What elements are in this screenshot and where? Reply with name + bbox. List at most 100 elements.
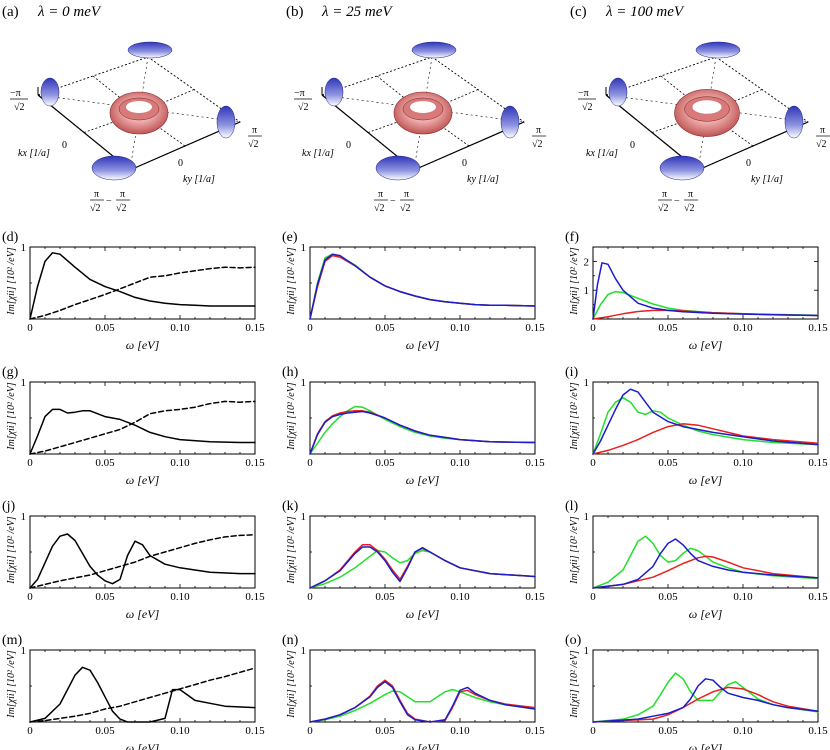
tick-pi-bottom2: π [688,189,693,200]
panel-tag-a: (a) [2,4,19,20]
plot-frame [29,381,256,455]
tick-zero-kx: 0 [630,140,635,151]
x-tick-label: 0.05 [95,725,115,737]
label-ky: ky [1/a] [467,174,499,185]
x-tick-label: 0.05 [375,591,395,603]
x-tick-label: 0.15 [808,591,828,603]
series-line-black [29,533,256,589]
x-tick-label: 0.05 [95,322,115,334]
tick-sqrt2-left: √2 [14,102,25,113]
x-tick-label: 0.15 [245,725,265,737]
x-tick-label: 0.15 [808,322,828,334]
y-axis-label: Im[χii] [10² /eV] [569,382,580,451]
ring-hole [126,101,152,113]
y-axis-label: Im[χii] [10² /eV] [286,382,297,451]
series-line-red [592,555,819,589]
x-tick-label: 0.10 [733,322,753,334]
label-kx: kx [1/a] [302,148,334,159]
x-tick-label: 0.05 [658,591,678,603]
series-line-blue [592,262,819,320]
tick-pi-bottom2: π [120,189,125,200]
label-ky: ky [1/a] [751,174,783,185]
grid-line [422,112,470,147]
panel-tag-i: (i) [565,365,579,380]
tick-sqrt2-bottom: √2 [658,203,669,214]
x-tick-label: 0.05 [658,322,678,334]
x-tick-label: 0.15 [245,591,265,603]
tick-sqrt2-bottom2: √2 [400,203,411,214]
series-line-blue [592,538,819,589]
panel-tag-m: (m) [2,633,23,648]
label-ky: ky [1/a] [183,174,215,185]
x-tick-label: 0.10 [170,591,190,603]
label-kx: kx [1/a] [586,148,618,159]
x-axis-label: ω [eV] [406,473,440,487]
x-tick-label: 0.05 [375,725,395,737]
series-line-black-dashed [29,400,256,455]
x-axis-label: ω [eV] [406,741,440,750]
hole-pocket [411,41,457,59]
y-tick-label: 1 [584,285,590,297]
x-tick-label: 0 [27,322,33,334]
hole-pocket [91,155,137,181]
hole-pocket [127,41,173,59]
x-axis-label: ω [eV] [689,607,723,621]
x-tick-label: 0 [307,322,313,334]
plot-frame [309,515,536,589]
y-axis-label: Im[χii] [10² /eV] [6,247,17,316]
series-line-black-dashed [29,533,256,589]
tick-zero-ky: 0 [746,158,751,169]
tick-minus-bottom: − [674,196,680,207]
x-tick-label: 0.15 [525,457,545,469]
panel-tag-e: (e) [282,230,298,245]
panel-tag-h: (h) [282,365,299,380]
x-tick-label: 0.15 [525,322,545,334]
series-line-red [309,254,536,320]
x-axis-label: ω [eV] [689,473,723,487]
x-axis-label: ω [eV] [126,741,160,750]
y-tick-label: 1 [21,377,27,389]
x-tick-label: 0.10 [170,322,190,334]
tick-sqrt2-right: √2 [248,139,259,150]
series-line-blue [309,410,536,455]
hole-pocket [40,77,60,107]
grid-diagonal [697,56,717,171]
x-axis-label: ω [eV] [406,338,440,352]
tick-zero-ky: 0 [462,158,467,169]
y-tick-label: 1 [301,645,307,657]
y-axis-label: Im[χii] [10² /eV] [6,650,17,719]
series-line-blue [309,680,536,723]
y-axis-label: Im[χii] [10² /eV] [569,516,580,585]
hole-pocket [608,77,628,107]
tick-sqrt2-bottom: √2 [374,203,385,214]
panel-tag-g: (g) [2,365,19,380]
x-tick-label: 0 [590,591,596,603]
series-line-blue [309,253,536,320]
tick-minus-bottom: − [106,196,112,207]
grid-line [138,112,186,147]
hole-pocket [500,105,520,139]
y-axis-label: Im[χii] [10² /eV] [6,516,17,585]
x-tick-label: 0 [590,457,596,469]
tick-sqrt2-bottom2: √2 [684,203,695,214]
tick-pi-right: π [820,125,825,136]
series-line-black [29,408,256,455]
x-tick-label: 0.10 [450,591,470,603]
label-kx: kx [1/a] [18,148,50,159]
x-tick-label: 0 [27,725,33,737]
panel-tag-n: (n) [282,633,299,648]
x-tick-label: 0.05 [95,457,115,469]
y-tick-label: 1 [584,511,590,523]
x-tick-label: 0.10 [733,591,753,603]
x-tick-label: 0.15 [808,457,828,469]
